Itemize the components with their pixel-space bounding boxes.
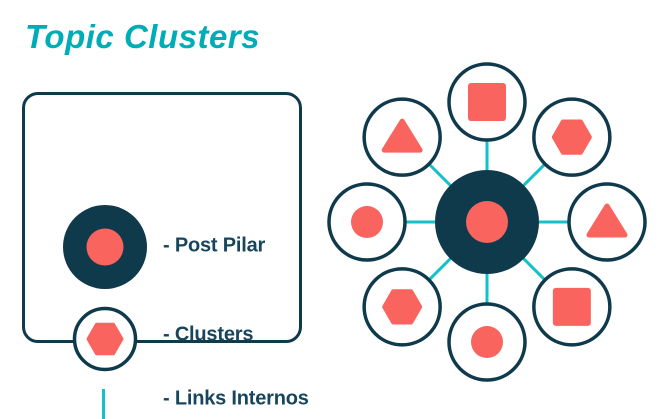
cluster-icon bbox=[72, 306, 138, 372]
square-shape bbox=[552, 287, 591, 326]
page-title: Topic Clusters bbox=[25, 18, 260, 55]
legend-box: - Post Pilar - Clusters - Links Internos bbox=[22, 92, 309, 419]
circle-shape bbox=[471, 326, 503, 358]
legend-label-post-pillar: - Post Pilar bbox=[163, 234, 266, 257]
hub-inner-circle bbox=[466, 201, 508, 243]
circle-shape bbox=[351, 206, 383, 238]
triangle-shape bbox=[586, 203, 628, 238]
hexagon-shape bbox=[551, 119, 592, 155]
cluster-node-left bbox=[327, 182, 407, 262]
hub-node bbox=[435, 170, 539, 274]
triangle-shape bbox=[381, 118, 423, 153]
post-pillar-icon bbox=[63, 205, 147, 289]
square-shape bbox=[468, 83, 506, 121]
hexagon-shape bbox=[382, 289, 423, 325]
cluster-node-bottom-left bbox=[362, 267, 442, 347]
cluster-node-bottom-right bbox=[532, 267, 612, 347]
cluster-node-right bbox=[567, 182, 647, 262]
cluster-node-bottom bbox=[447, 302, 527, 382]
cluster-node-top bbox=[447, 62, 527, 142]
legend-label-clusters: - Clusters bbox=[163, 323, 254, 346]
cluster-node-top-left bbox=[362, 97, 442, 177]
cluster-node-top-right bbox=[532, 97, 612, 177]
legend-label-internal-links: - Links Internos bbox=[163, 387, 309, 410]
internal-link-icon bbox=[102, 389, 105, 419]
